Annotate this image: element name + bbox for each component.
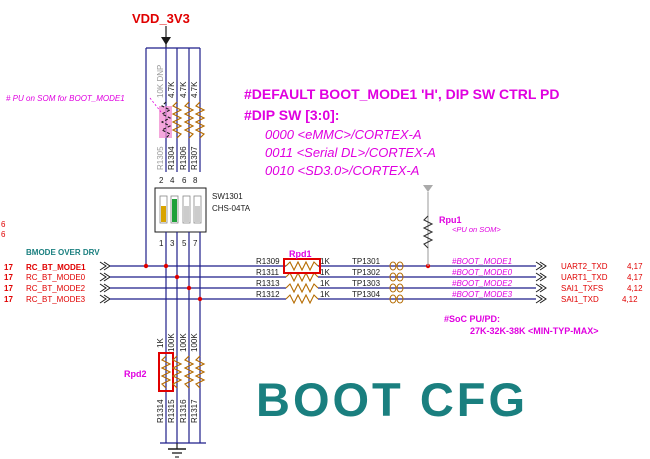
dip-sw-option-3: 0010 <SD3.0>/CORTEX-A (265, 163, 419, 178)
net-label: #BOOT_MODE2 (452, 279, 513, 288)
rpu1-ref: Rpu1 (439, 215, 462, 225)
r1304-symbol (171, 101, 183, 139)
r1306-value: 4.7K (179, 81, 188, 98)
res-ref: R1313 (256, 279, 280, 288)
dest-pages: 4,12 (622, 295, 638, 304)
r1304-ref: R1304 (167, 146, 176, 170)
tp-ref: TP1302 (352, 268, 381, 277)
rpd2-highlight-box (158, 352, 174, 392)
svg-text:5: 5 (182, 239, 187, 248)
pu-note-pointer (149, 97, 162, 113)
res-ref: R1311 (256, 268, 280, 277)
r1316-ref: R1316 (179, 399, 188, 423)
res-val: 1K (320, 290, 330, 299)
r1315-value: 100K (167, 333, 176, 352)
r1305-value: 10K DNP (156, 65, 165, 98)
net-label: #BOOT_MODE1 (452, 257, 512, 266)
r1315-ref: R1315 (167, 399, 176, 423)
dest-signal: UART2_TXD (561, 262, 608, 271)
res-ref: R1309 (256, 257, 280, 266)
board-title: BOOT CFG (256, 373, 528, 426)
r1316-value: 100K (179, 333, 188, 352)
svg-text:1: 1 (159, 239, 164, 248)
res-val: 1K (320, 257, 330, 266)
r1305-symbol (159, 101, 172, 139)
switch-bottom-pins: 1 3 5 7 (159, 239, 198, 248)
signal-name: RC_BT_MODE2 (26, 284, 86, 293)
net-label: #BOOT_MODE3 (452, 290, 513, 299)
dest-pages: 4,17 (627, 262, 643, 271)
res-ref: R1312 (256, 290, 280, 299)
r1315-symbol (171, 355, 183, 389)
r1314-symbol (160, 355, 172, 389)
res-val: 1K (320, 268, 330, 277)
power-net-label: VDD_3V3 (132, 11, 190, 26)
soc-pupd-values: 27K-32K-38K <MIN-TYP-MAX> (470, 326, 599, 336)
tp-ref: TP1304 (352, 290, 381, 299)
switch-top-pins: 2 4 6 8 (159, 176, 198, 185)
svg-text:4: 4 (170, 176, 175, 185)
tp-ref: TP1301 (352, 257, 381, 266)
r1316-symbol (183, 355, 195, 389)
soc-pupd-title: #SoC PU/PD: (444, 314, 500, 324)
switch-part: CHS-04TA (212, 204, 251, 213)
svg-text:8: 8 (193, 176, 198, 185)
dip-sw-option-1: 0000 <eMMC>/CORTEX-A (265, 127, 422, 142)
page-ref: 17 (4, 295, 13, 304)
r1314-ref: R1314 (156, 399, 165, 423)
page-ref: 17 (4, 273, 13, 282)
bmode-over-drv-label: BMODE OVER DRV (26, 248, 100, 257)
rpd1-label: Rpd1 (289, 249, 312, 259)
rpu1-symbol (422, 185, 434, 266)
tp-ref: TP1303 (352, 279, 381, 288)
lower-vertical-wires (145, 48, 201, 443)
net-label: #BOOT_MODE0 (452, 268, 513, 277)
signal-row-bt-mode3: 17 RC_BT_MODE3 R1312 1K TP1304 #BOOT_MOD… (4, 290, 638, 305)
r1317-symbol (194, 355, 206, 389)
signal-name: RC_BT_MODE3 (26, 295, 86, 304)
r1317-value: 100K (190, 333, 199, 352)
dip-sw-title: #DIP SW [3:0]: (244, 107, 339, 123)
dip-switch-sw1301 (154, 187, 207, 233)
signal-row-bt-mode1: 17 RC_BT_MODE1 R1309 1K TP1301 #BOOT_MOD… (4, 257, 643, 272)
r1306-ref: R1306 (179, 146, 188, 170)
svg-text:7: 7 (193, 239, 198, 248)
rpd1-highlight-box (283, 258, 321, 274)
dest-pages: 4,17 (627, 273, 643, 282)
pu-on-som-note: # PU on SOM for BOOT_MODE1 (6, 94, 125, 103)
r1317-ref: R1317 (190, 399, 199, 423)
svg-text:3: 3 (170, 239, 175, 248)
signal-name: RC_BT_MODE0 (26, 273, 86, 282)
page-ref: 17 (4, 263, 13, 272)
signal-row-bt-mode0: 17 RC_BT_MODE0 R1311 1K TP1302 #BOOT_MOD… (4, 268, 643, 283)
signal-name: RC_BT_MODE1 (26, 263, 86, 272)
svg-text:6: 6 (182, 176, 187, 185)
r1307-ref: R1307 (190, 146, 199, 170)
power-arrow-icon (146, 26, 200, 49)
dest-signal: SAI1_TXD (561, 295, 599, 304)
ground-icon (160, 442, 206, 458)
res-val: 1K (320, 279, 330, 288)
r1307-symbol (194, 101, 206, 139)
r1304-value: 4.7K (167, 81, 176, 98)
dest-signal: UART1_TXD (561, 273, 608, 282)
dip-sw-option-2: 0011 <Serial DL>/CORTEX-A (265, 145, 436, 160)
dest-pages: 4,12 (627, 284, 643, 293)
r1305-ref: R1305 (156, 146, 165, 170)
signal-row-bt-mode2: 17 RC_BT_MODE2 R1313 1K TP1303 #BOOT_MOD… (4, 279, 643, 294)
rpd2-label: Rpd2 (124, 369, 147, 379)
r1307-value: 4.7K (190, 81, 199, 98)
default-boot-note: #DEFAULT BOOT_MODE1 'H', DIP SW CTRL PD (244, 86, 559, 102)
left-edge-number-2: 6 (1, 230, 6, 239)
r1306-symbol (183, 101, 195, 139)
page-ref: 17 (4, 284, 13, 293)
svg-text:2: 2 (159, 176, 164, 185)
switch-ref: SW1301 (212, 192, 243, 201)
rpu1-note: <PU on SOM> (452, 225, 501, 234)
left-edge-number-1: 6 (1, 220, 6, 229)
r1314-value: 1K (156, 338, 165, 348)
dest-signal: SAI1_TXFS (561, 284, 603, 293)
